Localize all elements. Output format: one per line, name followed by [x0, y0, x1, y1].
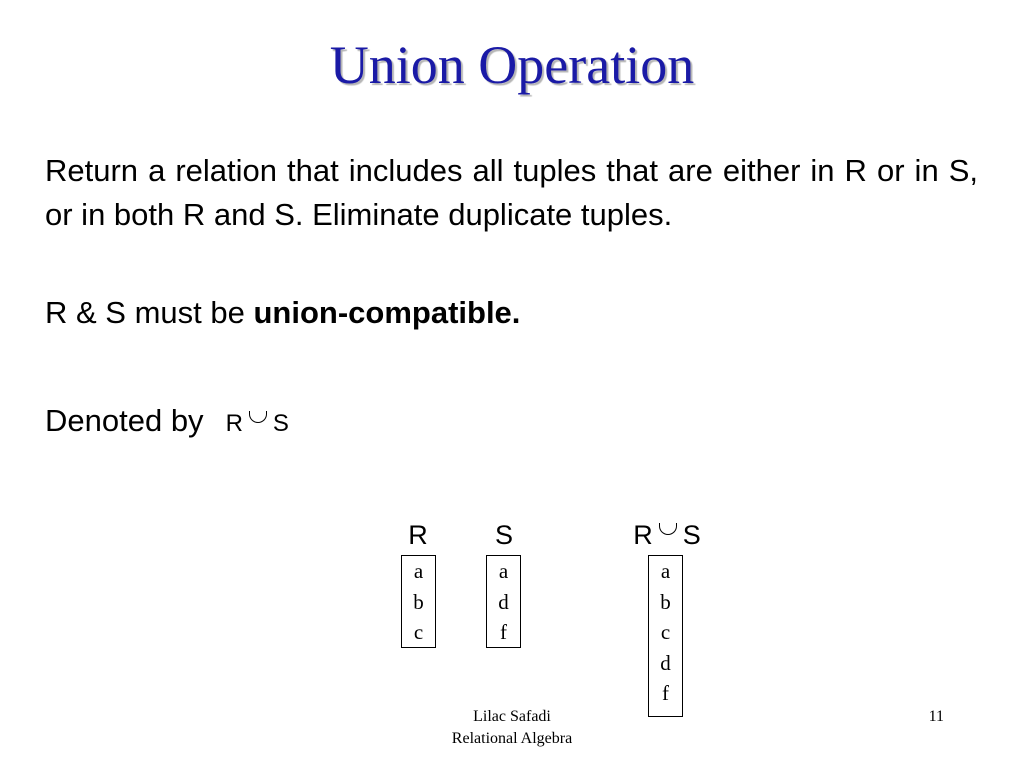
relation-r-label: R [408, 520, 428, 550]
union-result-right-operand: S [682, 520, 701, 550]
relation-r-table: a b c [401, 555, 436, 648]
relation-s-table: a d f [486, 555, 521, 648]
union-result-tuple: a [660, 559, 671, 583]
union-compatible-term: union-compatible. [253, 295, 521, 330]
union-result-tuple: f [662, 681, 669, 705]
definition-paragraph: Return a relation that includes all tupl… [45, 153, 978, 232]
footer-course: Relational Algebra [451, 730, 573, 747]
notation-left-operand: R [225, 410, 243, 437]
compatibility-paragraph: R & S must be union-compatible. [45, 291, 978, 335]
relation-s-tuple: d [498, 589, 509, 614]
union-symbol-icon [248, 410, 267, 423]
union-result-tuple: d [660, 650, 671, 675]
union-result-table: a b c d f [648, 555, 683, 717]
relation-r-tuple: c [413, 620, 424, 644]
union-symbol-icon [658, 522, 677, 535]
union-result-tuple: b [660, 589, 671, 614]
relation-r-tuple: b [413, 589, 424, 614]
page-number: 11 [928, 708, 944, 725]
footer-author: Lilac Safadi [473, 708, 551, 725]
denoted-by-label: Denoted by [45, 403, 204, 438]
relation-s-tuple: a [498, 559, 509, 583]
relation-r-tuple: a [413, 559, 424, 583]
footer-credits: Lilac Safadi Relational Algebra [412, 706, 612, 750]
union-result-left-operand: R [633, 520, 653, 550]
relation-s-tuple: f [500, 620, 507, 644]
notation-right-operand: S [272, 410, 289, 437]
compatibility-text: R & S must be [45, 295, 254, 330]
union-result-tuple: c [660, 620, 671, 644]
relation-s-label: S [494, 520, 513, 550]
slide-title: Union Operation [329, 35, 695, 95]
